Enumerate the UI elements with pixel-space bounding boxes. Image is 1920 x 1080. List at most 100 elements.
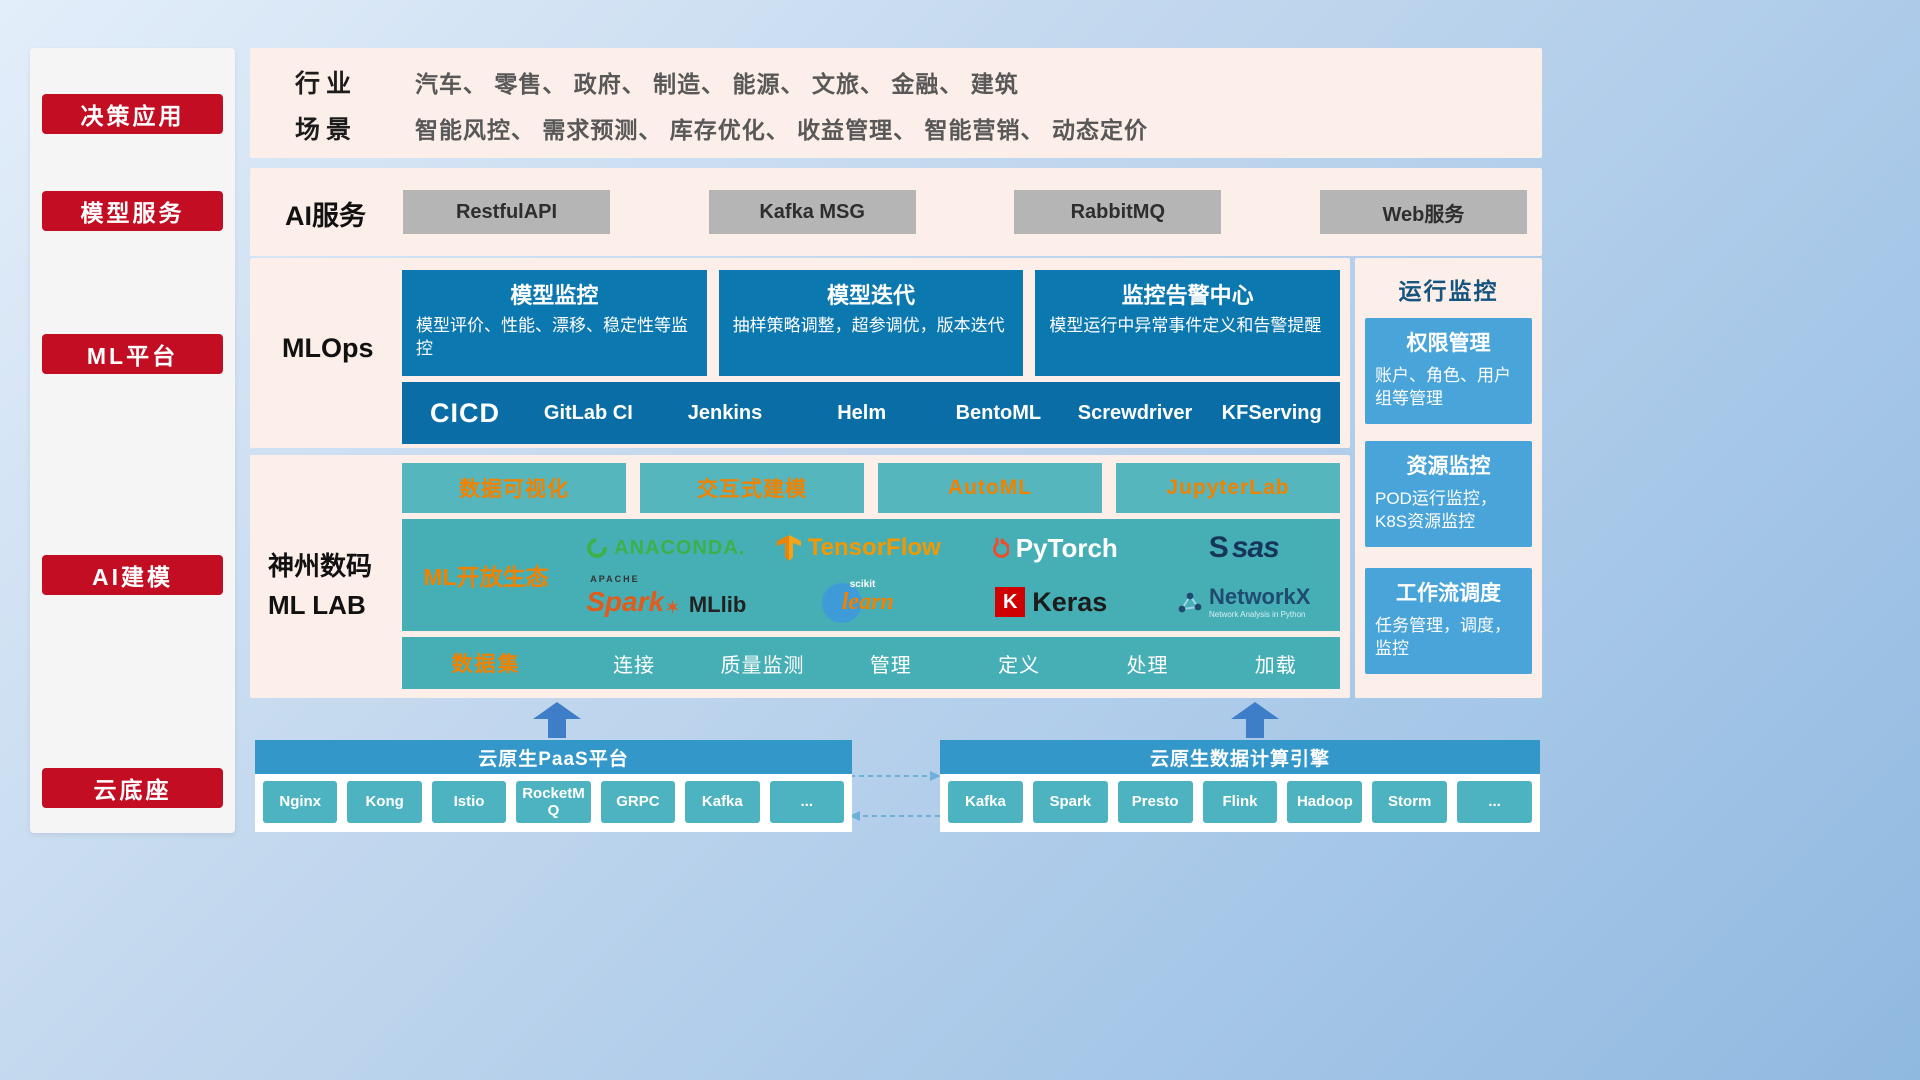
tensorflow-logo: TensorFlow bbox=[763, 524, 956, 572]
dataset-manage: 管理 bbox=[869, 654, 912, 677]
cicd-bentoml: BentoML bbox=[955, 402, 1042, 424]
scikit-learn-wordmark: learn bbox=[841, 589, 894, 615]
ml-lab-label: 神州数码 ML LAB bbox=[268, 547, 402, 625]
scikit-label: scikit bbox=[849, 579, 876, 590]
tool-jupyterlab: JupyterLab bbox=[1116, 463, 1340, 513]
industry-value: 汽车、 零售、 政府、 制造、 能源、 文旅、 金融、 建筑 bbox=[415, 71, 1019, 97]
tech-grpc: GRPC bbox=[600, 781, 676, 823]
tech-more: ... bbox=[769, 781, 844, 823]
tech-presto: Presto bbox=[1117, 781, 1193, 823]
cloud-data-engine-bar: 云原生数据计算引擎 bbox=[940, 740, 1540, 774]
cicd-helm: Helm bbox=[837, 402, 887, 424]
dataset-load: 加载 bbox=[1254, 654, 1297, 677]
dashed-arrow-left-icon bbox=[849, 811, 940, 821]
cloud-paas-group: 云原生PaaS平台 Nginx Kong Istio RocketMQ GRPC… bbox=[255, 740, 852, 832]
ai-service-restfulapi: RestfulAPI bbox=[403, 190, 610, 234]
scenario-label: 场景 bbox=[295, 116, 358, 144]
card-desc: 任务管理，调度，监控 bbox=[1375, 616, 1511, 658]
keras-logo: K Keras bbox=[955, 578, 1148, 626]
card-title: 监控告警中心 bbox=[1121, 283, 1254, 308]
ai-service-rabbitmq: RabbitMQ bbox=[1014, 190, 1222, 234]
ml-ecosystem-box: ML开放生态 ANACONDA. TensorFlow bbox=[402, 519, 1340, 631]
card-model-monitoring: 模型监控 模型评价、性能、漂移、稳定性等监控 bbox=[402, 270, 707, 376]
ai-service-panel: AI服务 RestfulAPI Kafka MSG RabbitMQ Web服务 bbox=[250, 168, 1542, 256]
tech-kafka: Kafka bbox=[685, 781, 760, 823]
anaconda-wordmark: ANACONDA. bbox=[614, 536, 746, 559]
cicd-bar: CICD GitLab CI Jenkins Helm BentoML Scre… bbox=[402, 382, 1340, 444]
apache-label: APACHE bbox=[590, 574, 640, 584]
anaconda-logo: ANACONDA. bbox=[570, 524, 763, 572]
ai-service-kafka-msg: Kafka MSG bbox=[708, 190, 916, 234]
networkx-wordmark: NetworkX bbox=[1209, 583, 1311, 609]
sas-wordmark: sas bbox=[1231, 531, 1280, 564]
industry-label: 行业 bbox=[295, 70, 358, 98]
tech-nginx: Nginx bbox=[263, 781, 338, 823]
ai-service-web: Web服务 bbox=[1319, 190, 1527, 234]
tool-interactive-modeling: 交互式建模 bbox=[640, 463, 864, 513]
tech-more: ... bbox=[1457, 781, 1533, 823]
tensorflow-wordmark: TensorFlow bbox=[807, 534, 941, 561]
cicd-screwdriver: Screwdriver bbox=[1077, 402, 1193, 424]
tech-spark: Spark bbox=[1032, 781, 1108, 823]
keras-wordmark: Keras bbox=[1032, 586, 1108, 617]
tech-flink: Flink bbox=[1202, 781, 1278, 823]
card-title: 模型迭代 bbox=[827, 283, 916, 308]
dataset-bar: 数据集 连接 质量监测 管理 定义 处理 加载 bbox=[402, 637, 1340, 689]
tech-storm: Storm bbox=[1372, 781, 1448, 823]
spark-mllib-logo: APACHE Spark ✶ MLlib bbox=[570, 574, 763, 626]
layer-sidebar: 决策应用 模型服务 ML平台 AI建模 云底座 bbox=[30, 48, 235, 833]
scikit-circle-icon bbox=[821, 583, 862, 623]
card-desc: POD运行监控，K8S资源监控 bbox=[1375, 489, 1497, 531]
tech-rocketmq: RocketMQ bbox=[516, 781, 591, 823]
cloud-data-engine-group: 云原生数据计算引擎 Kafka Spark Presto Flink Hadoo… bbox=[940, 740, 1540, 832]
layer-ml-platform: ML平台 bbox=[42, 334, 223, 374]
networkx-subtitle: Network Analysis in Python bbox=[1209, 609, 1306, 619]
card-alert-center: 监控告警中心 模型运行中异常事件定义和告警提醒 bbox=[1035, 270, 1341, 376]
dataset-quality: 质量监测 bbox=[720, 654, 805, 677]
up-arrow-icon bbox=[533, 702, 581, 738]
dataset-label: 数据集 bbox=[451, 653, 521, 676]
cicd-gitlab-ci: GitLab CI bbox=[543, 402, 633, 424]
tool-data-visualization: 数据可视化 bbox=[402, 463, 626, 513]
card-desc: 抽样策略调整，超参调优，版本迭代 bbox=[732, 316, 1005, 335]
keras-icon: K bbox=[995, 587, 1026, 617]
networkx-icon bbox=[1178, 592, 1202, 613]
pytorch-icon bbox=[992, 537, 1009, 558]
card-desc: 模型评价、性能、漂移、稳定性等监控 bbox=[416, 316, 688, 358]
up-arrow-icon bbox=[1231, 702, 1279, 738]
pytorch-logo: PyTorch bbox=[955, 524, 1148, 572]
networkx-logo: NetworkX Network Analysis in Python bbox=[1148, 578, 1341, 626]
ml-lab-label-line2: ML LAB bbox=[268, 590, 366, 620]
cloud-paas-items: Nginx Kong Istio RocketMQ GRPC Kafka ... bbox=[255, 774, 852, 832]
spark-star-icon: ✶ bbox=[664, 597, 681, 619]
card-model-iteration: 模型迭代 抽样策略调整，超参调优，版本迭代 bbox=[718, 270, 1024, 376]
ml-ecosystem-label: ML开放生态 bbox=[423, 564, 549, 590]
scikit-learn-logo: scikit learn bbox=[763, 578, 956, 626]
tech-istio: Istio bbox=[431, 781, 507, 823]
tech-kong: Kong bbox=[347, 781, 422, 823]
ai-service-label: AI服务 bbox=[285, 201, 366, 231]
mlops-label: MLOps bbox=[282, 333, 374, 363]
card-resource-monitor: 资源监控 POD运行监控，K8S资源监控 bbox=[1365, 441, 1532, 547]
card-title: 资源监控 bbox=[1406, 455, 1491, 478]
cicd-jenkins: Jenkins bbox=[687, 402, 763, 424]
mllib-wordmark: MLlib bbox=[688, 592, 747, 617]
mlops-panel: MLOps 模型监控 模型评价、性能、漂移、稳定性等监控 模型迭代 抽样策略调整… bbox=[250, 258, 1350, 448]
sas-icon: S bbox=[1208, 531, 1229, 564]
run-monitor-panel: 运行监控 权限管理 账户、角色、用户组等管理 资源监控 POD运行监控，K8S资… bbox=[1355, 258, 1542, 698]
tool-automl: AutoML bbox=[878, 463, 1102, 513]
tech-kafka: Kafka bbox=[948, 781, 1023, 823]
industry-scenario-panel: 行业 汽车、 零售、 政府、 制造、 能源、 文旅、 金融、 建筑 场景 智能风… bbox=[250, 48, 1542, 158]
layer-cloud-base: 云底座 bbox=[42, 768, 223, 808]
ml-lab-label-line1: 神州数码 bbox=[268, 551, 373, 581]
card-title: 权限管理 bbox=[1406, 332, 1491, 355]
dataset-connect: 连接 bbox=[613, 654, 656, 677]
cloud-data-engine-items: Kafka Spark Presto Flink Hadoop Storm ..… bbox=[940, 774, 1540, 832]
data-exchange-arrows bbox=[849, 771, 941, 821]
tensorflow-icon bbox=[776, 535, 801, 561]
card-title: 工作流调度 bbox=[1396, 582, 1501, 605]
scenario-value: 智能风控、 需求预测、 库存优化、 收益管理、 智能营销、 动态定价 bbox=[415, 117, 1148, 143]
cicd-label: CICD bbox=[430, 397, 500, 428]
ml-lab-panel: 神州数码 ML LAB 数据可视化 交互式建模 AutoML JupyterLa… bbox=[250, 455, 1350, 698]
dashed-arrow-right-icon bbox=[850, 771, 941, 781]
